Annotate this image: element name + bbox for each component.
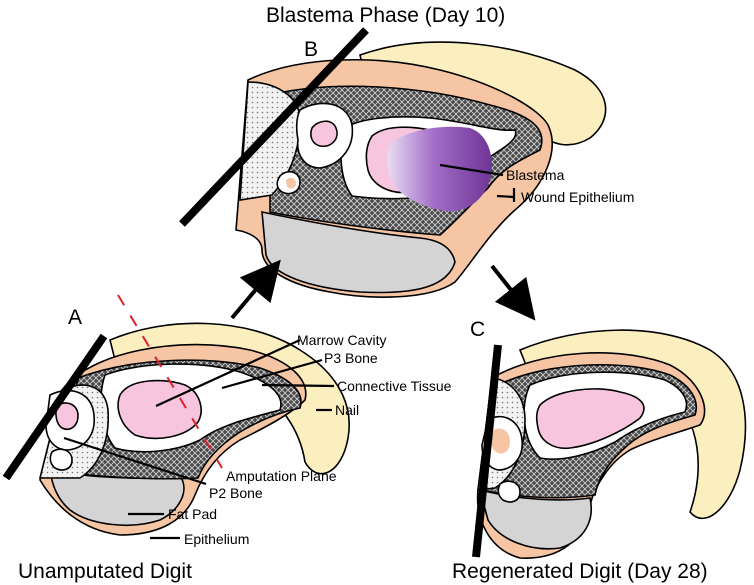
label-blastema: Blastema [506,167,565,183]
arrow-b-to-c [490,264,536,321]
title-regenerated-digit: Regenerated Digit (Day 28) [452,560,708,583]
leader-p3-bone [221,358,323,390]
panel-a-amputation-wall [2,333,108,481]
leader-p2-bone [63,436,207,486]
panel-label-b: B [304,38,318,61]
leader-connective-tissue [261,383,335,388]
label-amputation-plane: Amputation Plane [226,468,337,484]
label-p2-bone: P2 Bone [209,485,263,501]
panel-label-a: A [68,306,82,329]
leader-blastema [439,163,504,177]
title-unamputated-digit: Unamputated Digit [18,560,192,583]
panel-c-amputation-wall [472,344,502,558]
panel-a-digit [38,322,350,536]
label-fat-pad: Fat Pad [168,506,217,522]
label-connective-tissue: Connective Tissue [337,378,452,394]
label-nail: Nail [335,402,359,418]
label-p3-bone: P3 Bone [324,350,378,366]
arrow-a-to-b [230,259,281,320]
label-epithelium: Epithelium [184,531,249,547]
label-wound-epithelium: Wound Epithelium [521,189,634,205]
title-blastema-phase: Blastema Phase (Day 10) [266,4,505,27]
leader-marrow-cavity [155,339,301,407]
panel-label-c: C [470,318,485,341]
amputation-plane-line [117,294,223,469]
panel-b-amputation-wall [179,27,369,227]
leader-wound-epithelium [496,194,515,199]
label-marrow-cavity: Marrow Cavity [297,332,386,348]
panel-c-digit [476,329,747,559]
